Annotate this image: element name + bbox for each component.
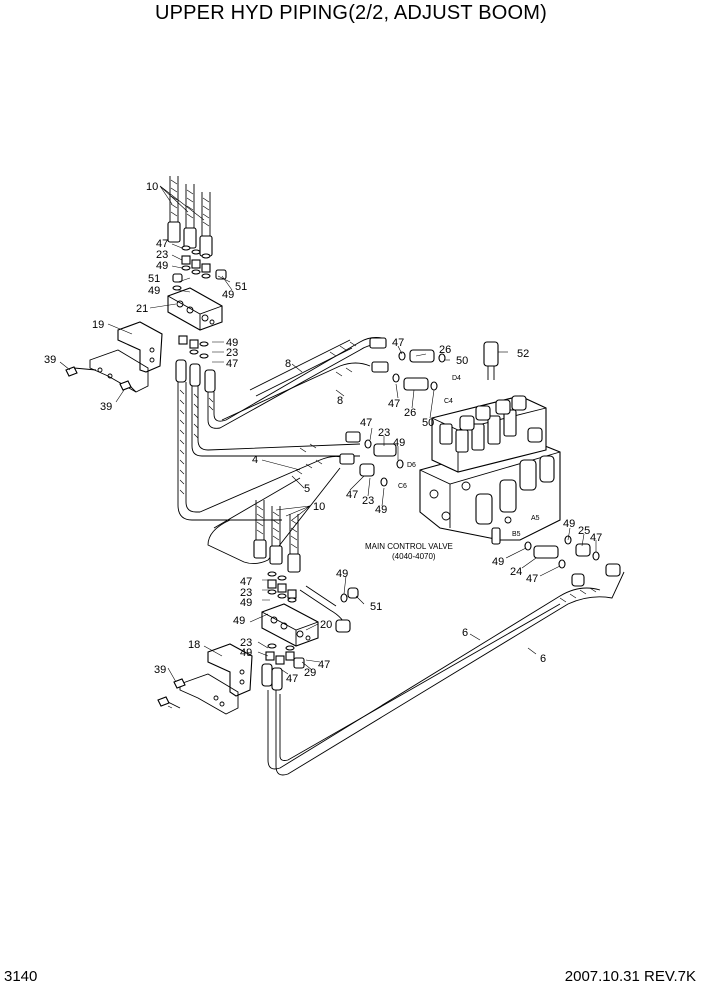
page-number: 3140: [4, 968, 38, 985]
part-label-4: 4: [252, 454, 258, 466]
part-label-52: 52: [517, 348, 529, 360]
part-label-8: 8: [285, 358, 291, 370]
port-d6: D6: [407, 462, 416, 469]
part-label-47: 47: [526, 573, 538, 585]
part-label-51: 51: [148, 273, 160, 285]
part-label-47: 47: [318, 659, 330, 671]
hoses-8: [221, 337, 389, 421]
part-label-26: 26: [404, 407, 416, 419]
part-label-49: 49: [492, 556, 504, 568]
part-label-8: 8: [337, 395, 343, 407]
block20-lower-fittings: [261, 643, 305, 691]
part-label-49: 49: [226, 337, 238, 349]
part-label-39: 39: [154, 664, 166, 676]
part-label-49: 49: [563, 518, 575, 530]
part-label-18: 18: [188, 639, 200, 651]
part-label-47: 47: [388, 398, 400, 410]
part-label-51: 51: [235, 281, 247, 293]
port-c6: C6: [398, 483, 407, 490]
part-label-49: 49: [148, 285, 160, 297]
block21-lower-fittings: [175, 335, 216, 393]
block-21: [167, 287, 223, 331]
revision-date: 2007.10.31 REV.7K: [564, 968, 696, 985]
part-label-50: 50: [456, 355, 468, 367]
part-label-10-upper: 10: [146, 181, 158, 193]
part-label-20: 20: [320, 619, 332, 631]
page-title: UPPER HYD PIPING(2/2, ADJUST BOOM): [154, 2, 548, 24]
part-label-23: 23: [240, 637, 252, 649]
upper-hoses-10: [167, 176, 213, 257]
part-label-47: 47: [346, 489, 358, 501]
part-label-49: 49: [222, 289, 234, 301]
port-b5: B5: [512, 531, 521, 538]
part-label-49: 49: [240, 597, 252, 609]
part-label-49: 49: [336, 568, 348, 580]
part-label-47: 47: [286, 673, 298, 685]
part-label-47: 47: [590, 532, 602, 544]
part-label-26: 26: [439, 344, 451, 356]
part-label-49: 49: [393, 437, 405, 449]
part-label-50: 50: [422, 417, 434, 429]
part-label-5: 5: [304, 483, 310, 495]
part-label-23: 23: [156, 249, 168, 261]
port-c4: C4: [444, 398, 453, 405]
part-label-49: 49: [240, 647, 252, 659]
main-control-valve: [419, 395, 561, 545]
hoses-4-5: [199, 431, 361, 565]
part-label-19: 19: [92, 319, 104, 331]
part-label-23: 23: [378, 427, 390, 439]
valve-serial-range: (4040-4070): [392, 552, 436, 561]
bracket-19: [65, 321, 163, 393]
part-label-29: 29: [304, 667, 316, 679]
part-label-47: 47: [226, 358, 238, 370]
port-a5: A5: [531, 515, 540, 522]
part-label-47: 47: [360, 417, 372, 429]
part-label-23: 23: [362, 495, 374, 507]
valve-name: MAIN CONTROL VALVE: [365, 542, 453, 551]
part-label-21: 21: [136, 303, 148, 315]
part-label-49: 49: [375, 504, 387, 516]
bracket-18: [157, 643, 253, 715]
part-label-25: 25: [578, 525, 590, 537]
hoses-6: [267, 571, 625, 776]
lower-fittings: [267, 571, 297, 603]
leader-lines: [59, 185, 597, 709]
part-label-6: 6: [540, 653, 546, 665]
part-label-49: 49: [233, 615, 245, 627]
part-label-39: 39: [44, 354, 56, 366]
valve-lower-fittings: [524, 535, 621, 587]
part-label-24: 24: [510, 566, 522, 578]
block-20: [261, 585, 359, 647]
lower-hoses-10: [253, 500, 301, 573]
part-label-51: 51: [370, 601, 382, 613]
part-label-23: 23: [226, 347, 238, 359]
part-label-47: 47: [156, 238, 168, 250]
part-label-39: 39: [100, 401, 112, 413]
part-label-23: 23: [240, 587, 252, 599]
part-label-47: 47: [240, 576, 252, 588]
port-d4: D4: [452, 375, 461, 382]
part-label-6: 6: [462, 627, 468, 639]
part-label-49: 49: [156, 260, 168, 272]
part-label-10-lower: 10: [313, 501, 325, 513]
part-label-47: 47: [392, 337, 404, 349]
